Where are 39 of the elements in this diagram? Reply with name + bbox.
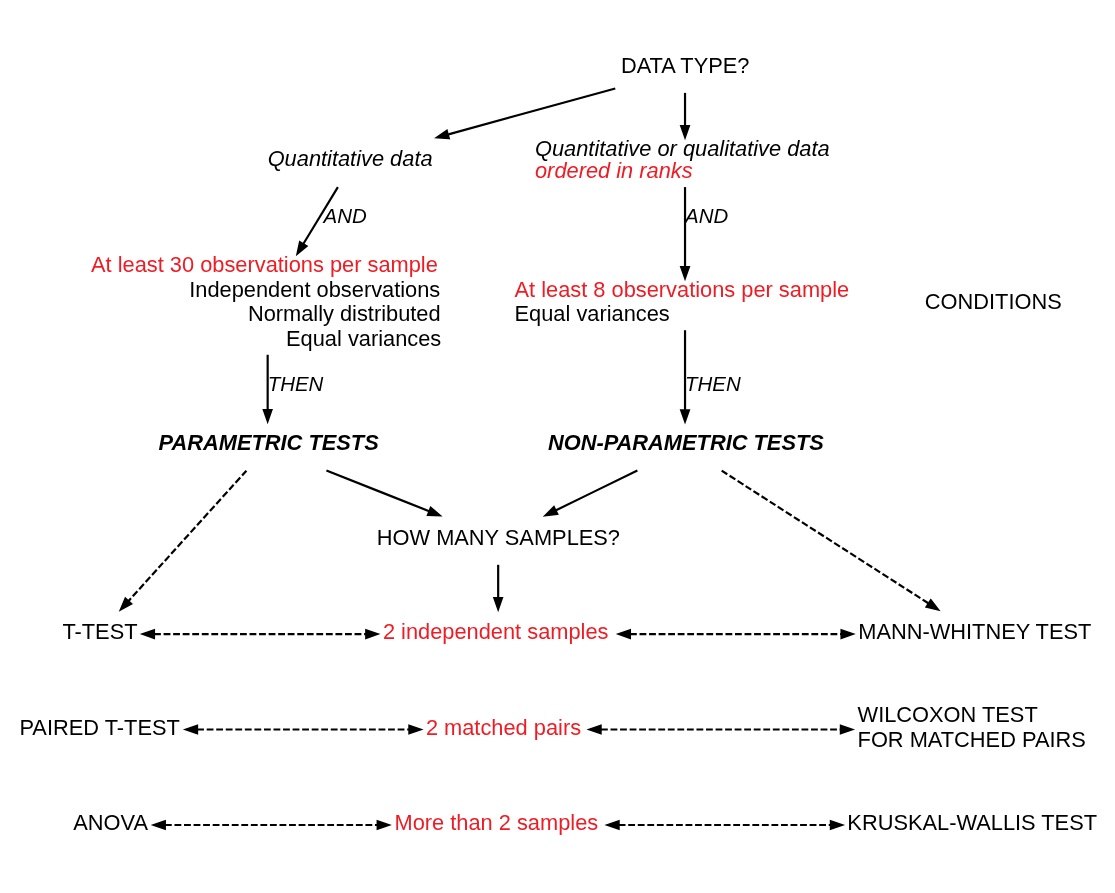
arrow (604, 819, 846, 831)
edge-label: THEN (685, 372, 741, 396)
label: CONDITIONS (924, 289, 1062, 315)
node-text: MANN-WHITNEY TEST (858, 619, 1092, 645)
arrow (542, 469, 638, 517)
arrow (182, 724, 424, 735)
node-text: HOW MANY SAMPLES? (376, 525, 621, 551)
arrow (434, 87, 616, 140)
node-text: At least 30 observations per sample Independent observations Normally distributed Equal variances (91, 252, 442, 351)
edge-label: AND (685, 204, 729, 228)
arrow (679, 330, 691, 425)
arrow (150, 819, 392, 831)
arrow (118, 469, 248, 612)
edge-label: THEN (267, 372, 324, 396)
arrow (262, 354, 273, 425)
node-text: 2 independent samples (382, 619, 609, 645)
node-text: Quantitative data (267, 145, 433, 171)
node-text: 2 matched pairs (425, 714, 582, 740)
arrow (492, 564, 504, 613)
node-text: T-TEST (62, 619, 138, 645)
node-text: KRUSKAL-WALLIS TEST (847, 810, 1098, 836)
arrow (139, 628, 381, 640)
node-text: WILCOXON TEST FOR MATCHED PAIRS (857, 702, 1086, 752)
node-text: More than 2 samples (394, 810, 599, 836)
arrow (326, 469, 443, 517)
arrow (679, 187, 691, 282)
node-text: At least 8 observations per sample Equal variances (514, 276, 850, 327)
edge-label: AND (323, 204, 367, 228)
node-text: PARAMETRIC TESTS (158, 429, 379, 455)
arrow (586, 724, 856, 735)
node-text: NON-PARAMETRIC TESTS (547, 429, 824, 455)
node-text: Quantitative or qualitative data ordered in ranks (534, 136, 830, 184)
arrow (721, 469, 941, 612)
node-text: ANOVA (73, 810, 149, 836)
arrow (679, 92, 691, 141)
node-text: DATA TYPE? (620, 53, 750, 79)
arrow (615, 628, 856, 640)
arrow (295, 186, 339, 257)
node-text: PAIRED T-TEST (19, 714, 180, 740)
